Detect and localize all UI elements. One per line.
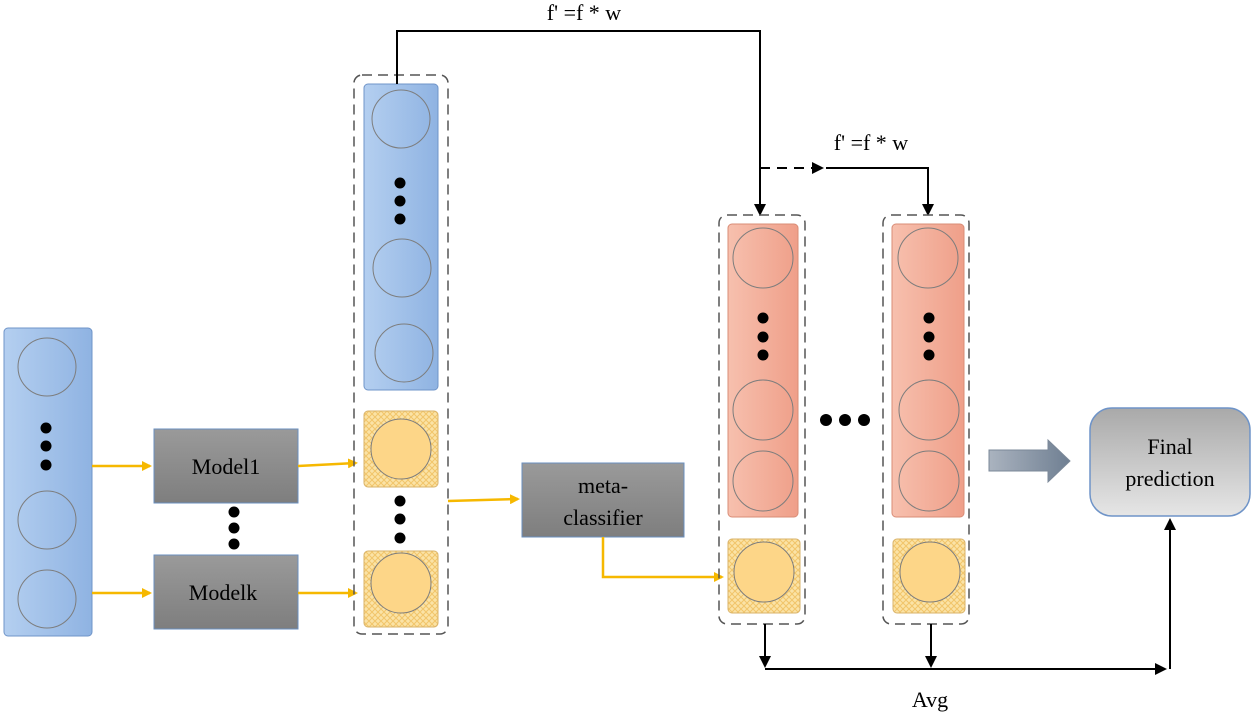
model-output-node	[370, 552, 432, 614]
ellipsis-dot	[394, 213, 406, 225]
modelk-box: Modelk	[153, 554, 299, 630]
input-node	[17, 337, 77, 397]
formula-top: f' =f * w	[547, 0, 622, 25]
ellipsis-dot	[757, 312, 769, 324]
dashed-group-border	[353, 74, 449, 635]
ellipsis-dot	[394, 532, 406, 544]
ellipsis-dot	[858, 414, 870, 426]
model1-box: Model1	[153, 428, 299, 504]
arrow-to-meta-classifier	[447, 494, 520, 505]
meta-classifier-label-line1: meta-	[578, 473, 628, 498]
dashed-group-border	[718, 214, 806, 625]
ellipsis-dot	[40, 440, 52, 452]
ellipsis-dot	[757, 349, 769, 361]
ellipsis-dot	[394, 513, 406, 525]
ellipsis-dot	[757, 331, 769, 343]
final-prediction-label-line2: prediction	[1125, 466, 1214, 491]
avg-label: Avg	[912, 687, 948, 712]
weighted-node	[732, 379, 794, 441]
arrow-meta-to-weighted	[601, 537, 724, 582]
ellipsis-dot	[923, 349, 935, 361]
input-node	[17, 569, 77, 629]
weighted-node	[732, 227, 794, 289]
weighted-node	[897, 227, 959, 289]
final-prediction-box: Final prediction	[1089, 407, 1251, 517]
ellipsis-dot	[228, 538, 240, 550]
arrow-weight-path-second	[826, 167, 934, 216]
feature-node	[371, 89, 431, 149]
input-node	[17, 490, 77, 550]
weighted-node	[898, 379, 960, 441]
feature-node	[372, 238, 432, 298]
meta-output-node	[733, 541, 795, 603]
formula-mid: f' =f * w	[834, 130, 909, 155]
arrow-weight-path-top	[396, 30, 766, 216]
ellipsis-dot	[394, 177, 406, 189]
model1-label: Model1	[192, 454, 260, 479]
ellipsis-dot	[228, 522, 240, 534]
horizontal-ellipsis	[820, 414, 870, 426]
final-prediction-label-line1: Final	[1147, 434, 1192, 459]
ellipsis-dot	[820, 414, 832, 426]
vertical-ellipsis	[228, 506, 240, 550]
meta-classifier-label-line2: classifier	[563, 505, 643, 530]
ellipsis-dot	[40, 422, 52, 434]
weighted-column-2	[882, 214, 970, 625]
arrow-model1-to-output	[297, 458, 358, 469]
input-feature-column	[3, 327, 93, 637]
dashed-group-border	[882, 214, 970, 625]
meta-output-node	[899, 541, 961, 603]
ellipsis-dot	[839, 414, 851, 426]
weighted-column-1	[718, 214, 806, 625]
ellipsis-dot	[923, 312, 935, 324]
weighted-node	[898, 450, 960, 512]
meta-classifier-box: meta- classifier	[521, 462, 685, 538]
big-right-arrow	[988, 438, 1071, 484]
ellipsis-dot	[228, 506, 240, 518]
feature-node	[374, 323, 434, 383]
ellipsis-dot	[923, 331, 935, 343]
ellipsis-dot	[394, 195, 406, 207]
weighted-node	[732, 450, 794, 512]
model-output-node	[370, 418, 432, 480]
ellipsis-dot	[394, 495, 406, 507]
stacked-feature-column	[353, 74, 449, 635]
ellipsis-dot	[40, 459, 52, 471]
modelk-label: Modelk	[189, 580, 257, 605]
